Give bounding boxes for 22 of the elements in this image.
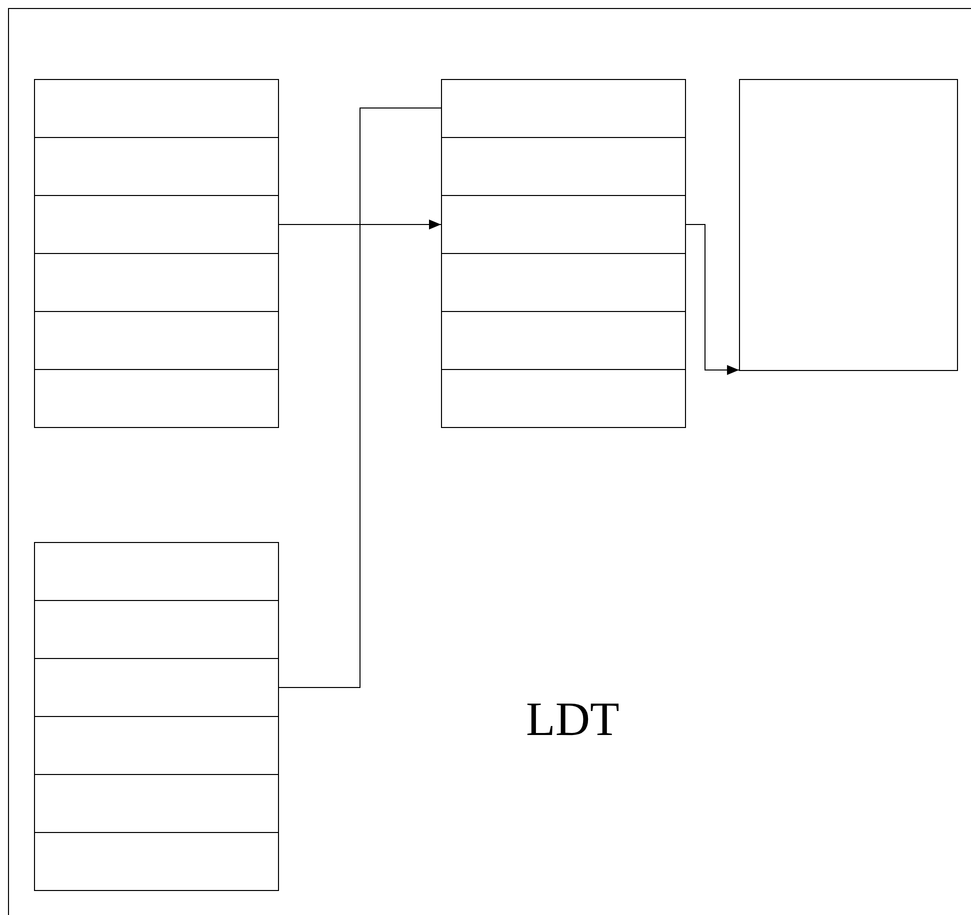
- table-row-box: [34, 311, 279, 370]
- table-row-box: [739, 79, 958, 371]
- table-row-box: [441, 79, 686, 138]
- table-row-box: [34, 774, 279, 833]
- table-row-box: [34, 137, 279, 196]
- table-row-box: [34, 369, 279, 428]
- table-row-box: [34, 600, 279, 659]
- table-row-box: [34, 253, 279, 312]
- table-row-box: [34, 195, 279, 254]
- table-row-box: [34, 542, 279, 601]
- table-row-box: [34, 716, 279, 775]
- table-row-box: [34, 658, 279, 717]
- table-row-box: [34, 79, 279, 138]
- diagram-label: LDT: [526, 696, 620, 744]
- table-row-box: [441, 369, 686, 428]
- table-row-box: [441, 195, 686, 254]
- table-row-box: [441, 253, 686, 312]
- table-row-box: [441, 311, 686, 370]
- connector-arrow: [278, 220, 442, 230]
- table-row-box: [34, 832, 279, 891]
- connector-arrow: [686, 224, 740, 375]
- table-row-box: [441, 137, 686, 196]
